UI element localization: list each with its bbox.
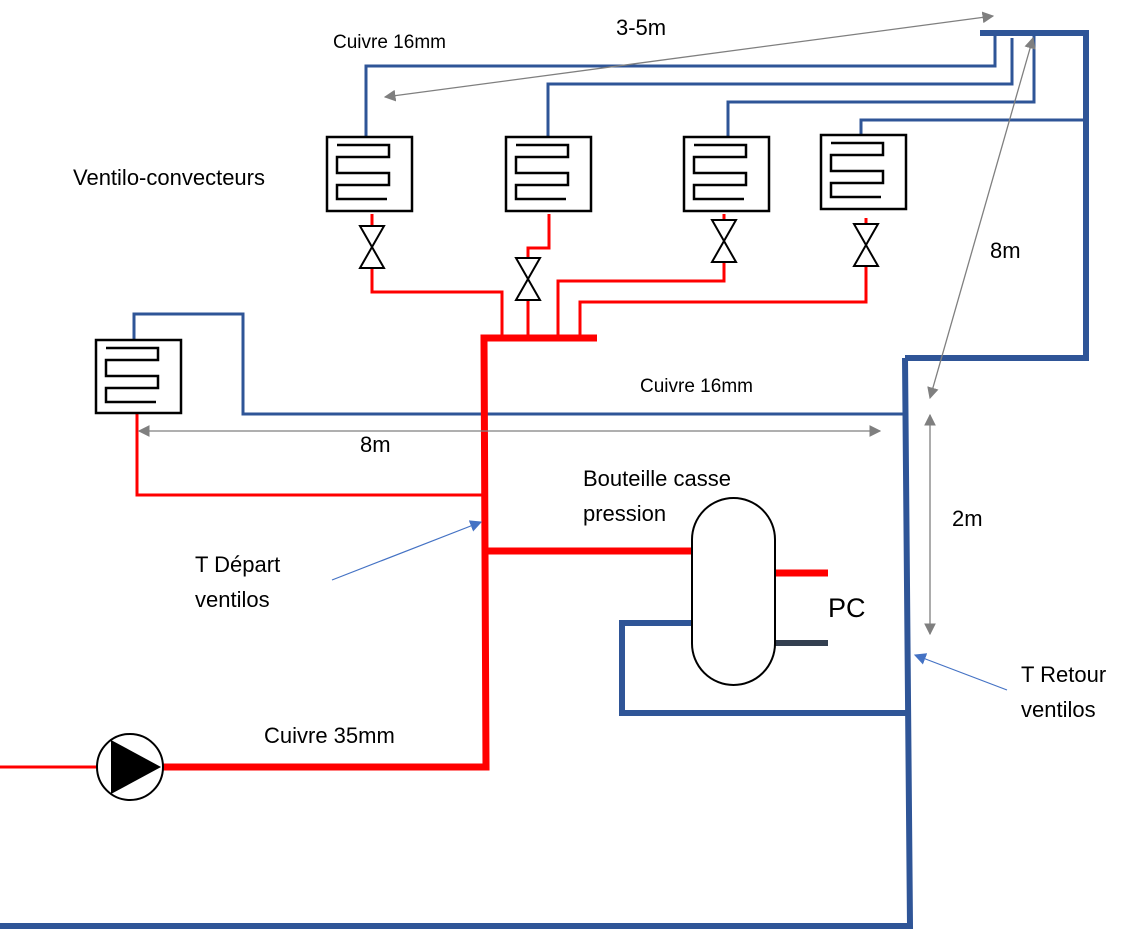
supply-branch-4b <box>578 266 868 338</box>
return-collector-top <box>905 30 1089 361</box>
return-branch-2 <box>546 38 1014 137</box>
valve-1[interactable] <box>358 225 386 269</box>
fan-coil-unit-4[interactable] <box>819 133 908 211</box>
label-top-distance: 3-5m <box>616 15 666 40</box>
label-buffer-tank-2: pression <box>583 501 666 526</box>
label-middle-pipe: Cuivre 16mm <box>640 376 753 397</box>
supply-branch-1b <box>370 268 504 338</box>
buffer-tank[interactable] <box>691 497 776 686</box>
label-vertical-distance: 2m <box>952 506 983 531</box>
supply-branch-3b <box>556 262 726 338</box>
label-fan-coils: Ventilo-convecteurs <box>73 165 265 190</box>
supply-branch-left <box>135 413 484 497</box>
return-branch-3 <box>726 36 1036 137</box>
valve-3[interactable] <box>710 219 738 263</box>
fan-coil-unit-1[interactable] <box>325 135 414 213</box>
label-return-sensor-2: ventilos <box>1021 697 1096 722</box>
fan-coil-unit-left[interactable] <box>94 338 183 415</box>
fan-coil-unit-2[interactable] <box>504 135 593 213</box>
fan-coil-unit-3[interactable] <box>682 135 771 213</box>
dimension-right-8m <box>927 36 1036 400</box>
pump-icon[interactable] <box>96 733 164 801</box>
label-middle-distance: 8m <box>360 432 391 457</box>
return-branch-left <box>132 312 905 416</box>
supply-branch-2 <box>526 214 551 258</box>
label-main-pipe: Cuivre 35mm <box>264 723 395 748</box>
label-supply-sensor-2: ventilos <box>195 587 270 612</box>
label-right-distance: 8m <box>990 238 1021 263</box>
label-return-sensor-1: T Retour <box>1021 662 1106 687</box>
label-heat-pump: PC <box>828 593 866 623</box>
valve-2[interactable] <box>514 257 542 301</box>
callout-return-sensor <box>913 653 1008 691</box>
return-branch-4 <box>859 118 1083 136</box>
label-top-pipe: Cuivre 16mm <box>333 32 446 53</box>
callout-supply-sensor <box>331 520 483 581</box>
return-buffer-loop <box>619 620 908 716</box>
return-main-vertical <box>0 357 914 929</box>
dimension-top-3-5m <box>383 11 995 102</box>
supply-network <box>0 214 868 771</box>
label-buffer-tank-1: Bouteille casse <box>583 466 731 491</box>
valve-4[interactable] <box>852 223 880 267</box>
label-supply-sensor-1: T Départ <box>195 552 280 577</box>
